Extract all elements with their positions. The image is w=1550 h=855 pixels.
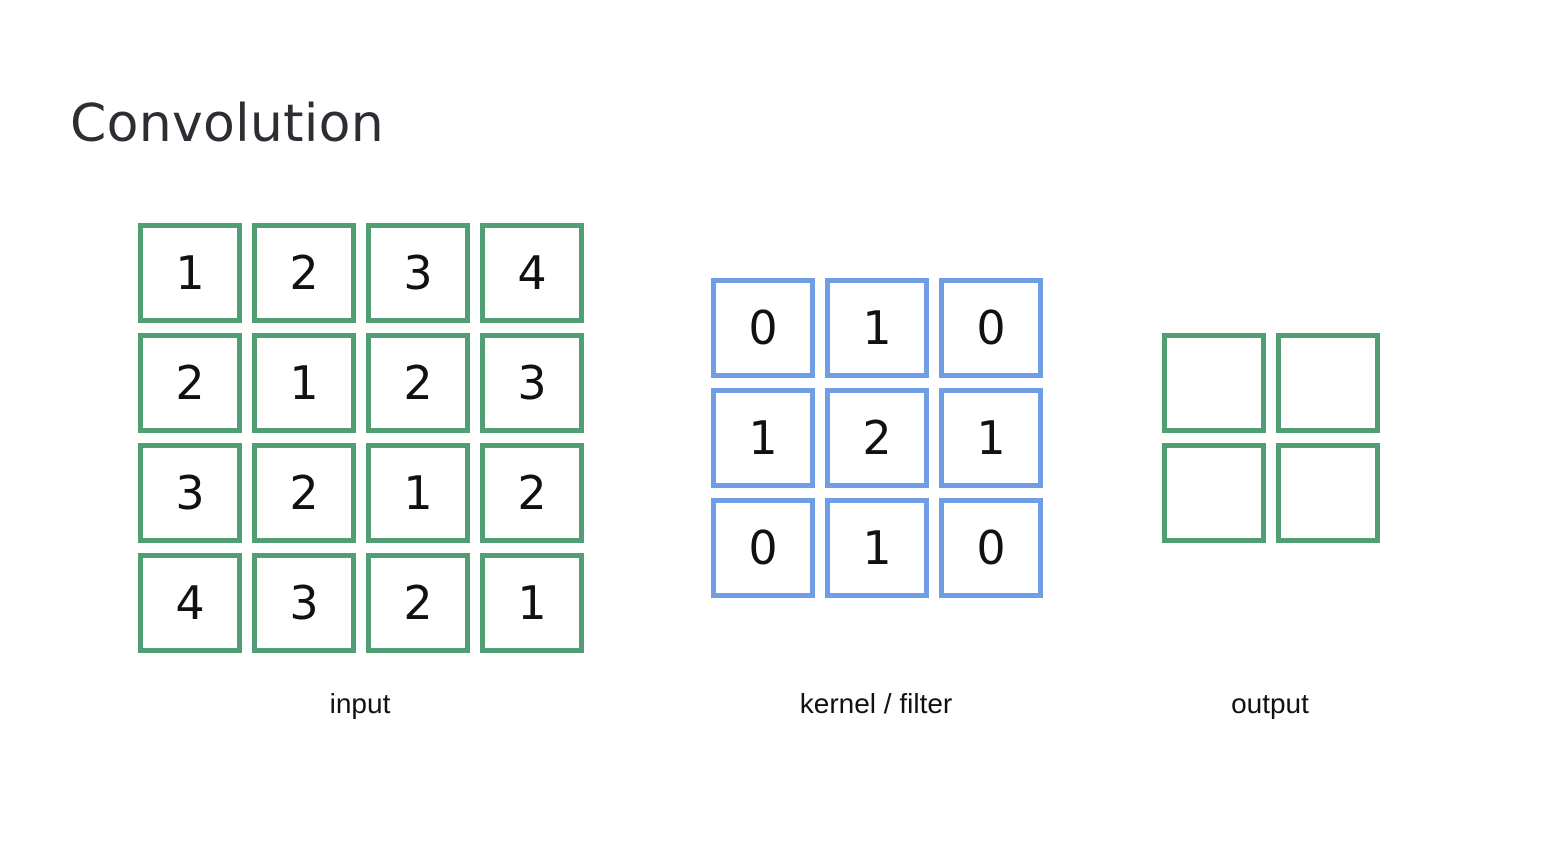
kernel-cell: 2 bbox=[825, 388, 929, 488]
kernel-cell: 1 bbox=[825, 278, 929, 378]
input-cell: 4 bbox=[138, 553, 242, 653]
kernel-cell: 0 bbox=[711, 498, 815, 598]
input-cell: 2 bbox=[480, 443, 584, 543]
output-cell bbox=[1162, 333, 1266, 433]
kernel-matrix: 0 1 0 1 2 1 0 1 0 bbox=[711, 278, 1043, 598]
input-cell: 1 bbox=[480, 553, 584, 653]
kernel-cell: 1 bbox=[711, 388, 815, 488]
input-cell: 1 bbox=[138, 223, 242, 323]
kernel-label: kernel / filter bbox=[799, 688, 953, 719]
input-cell: 2 bbox=[138, 333, 242, 433]
page-title: Convolution bbox=[70, 94, 384, 154]
input-cell: 2 bbox=[366, 553, 470, 653]
input-cell: 3 bbox=[138, 443, 242, 543]
input-cell: 2 bbox=[252, 223, 356, 323]
input-cell: 3 bbox=[366, 223, 470, 323]
input-cell: 1 bbox=[252, 333, 356, 433]
input-cell: 3 bbox=[480, 333, 584, 433]
kernel-cell: 0 bbox=[711, 278, 815, 378]
input-cell: 4 bbox=[480, 223, 584, 323]
input-cell: 1 bbox=[366, 443, 470, 543]
output-label: output bbox=[1231, 688, 1309, 719]
output-matrix bbox=[1162, 333, 1380, 543]
output-cell bbox=[1276, 333, 1380, 433]
input-label: input bbox=[329, 688, 391, 719]
kernel-cell: 1 bbox=[939, 388, 1043, 488]
input-matrix: 1 2 3 4 2 1 2 3 3 2 1 2 4 3 2 1 bbox=[138, 223, 584, 653]
kernel-cell: 1 bbox=[825, 498, 929, 598]
kernel-cell: 0 bbox=[939, 278, 1043, 378]
input-cell: 2 bbox=[252, 443, 356, 543]
kernel-cell: 0 bbox=[939, 498, 1043, 598]
output-cell bbox=[1162, 443, 1266, 543]
input-cell: 3 bbox=[252, 553, 356, 653]
input-cell: 2 bbox=[366, 333, 470, 433]
output-cell bbox=[1276, 443, 1380, 543]
